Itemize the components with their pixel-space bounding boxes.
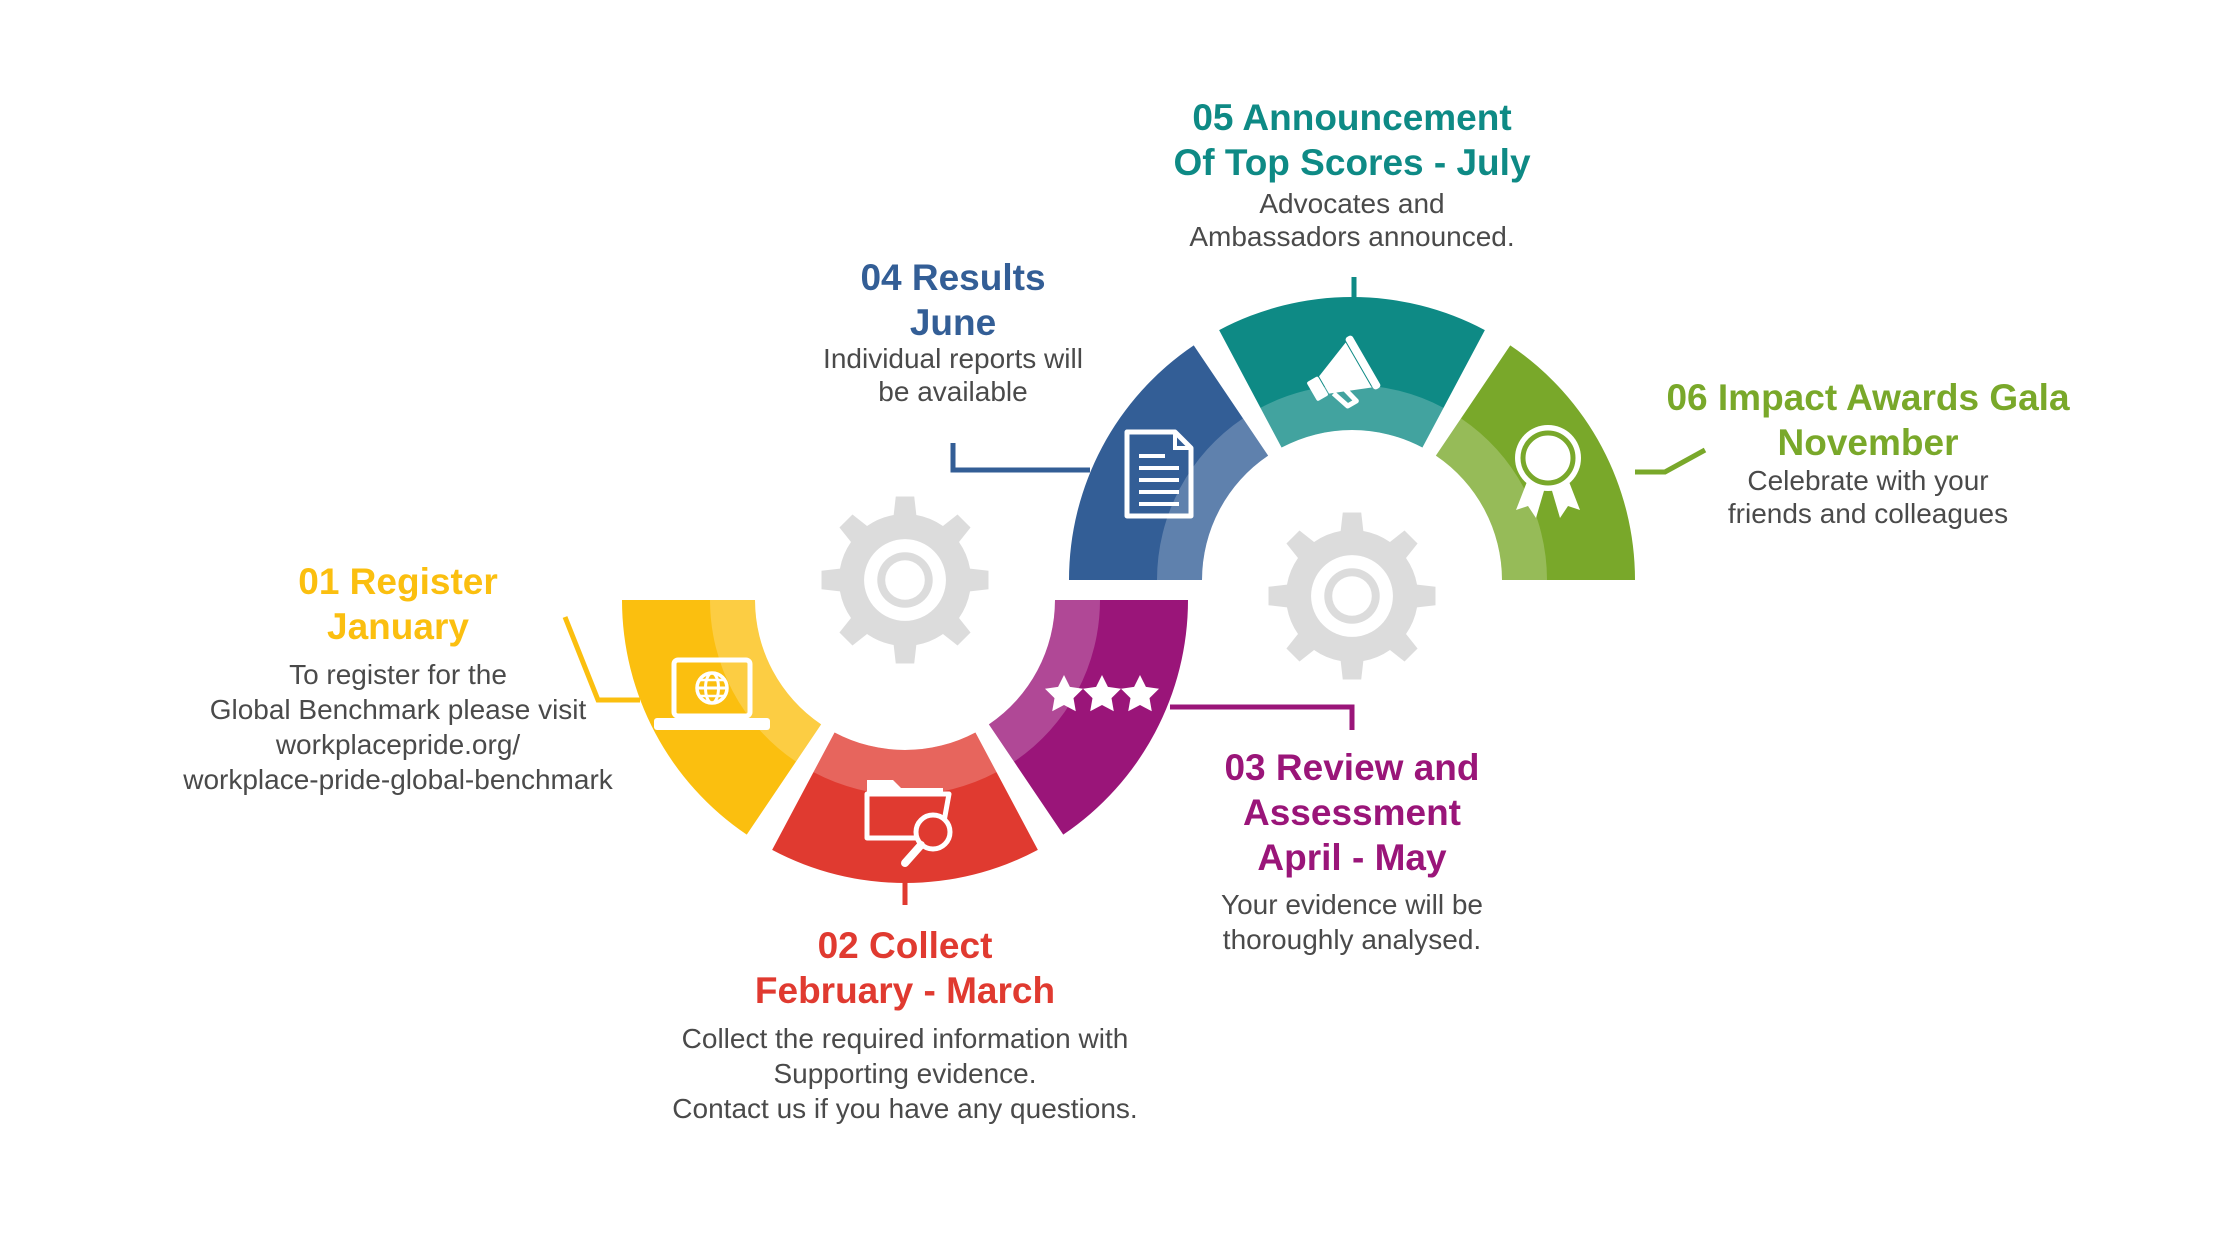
step-description-line: Contact us if you have any questions.	[672, 1093, 1137, 1124]
step-title-line: 02 Collect	[818, 925, 993, 966]
step-description: Your evidence will be thoroughly analysed…	[1221, 889, 1483, 955]
document-icon	[1124, 429, 1194, 519]
step-description-line: Your evidence will be	[1221, 889, 1483, 920]
segment-step4	[1069, 345, 1269, 580]
step-description-line: Advocates and	[1259, 188, 1444, 219]
step-title-line: January	[327, 606, 469, 647]
step-description-line: workplace-pride-global-benchmark	[182, 764, 614, 795]
step-title-line: April - May	[1257, 837, 1447, 878]
step-description-line: Global Benchmark please visit	[210, 694, 587, 725]
connector-step3	[1170, 704, 1355, 730]
gear-left-icon	[821, 496, 989, 664]
step-description-line: workplacepride.org/	[275, 729, 521, 760]
segment-step3	[988, 600, 1188, 835]
folder-search-icon	[864, 780, 953, 867]
step-title-line: 04 Results	[860, 257, 1045, 298]
step-title-line: 06 Impact Awards Gala	[1666, 377, 2070, 418]
megaphone-icon	[1307, 335, 1381, 409]
step-title-line: November	[1778, 422, 1959, 463]
step-description-line: be available	[878, 376, 1027, 407]
connector-step6	[1635, 447, 1707, 475]
award-ribbon-icon	[1515, 425, 1581, 518]
step-description-line: Celebrate with your	[1747, 465, 1988, 496]
connector-step1	[562, 616, 640, 703]
step-title-line: February - March	[755, 970, 1055, 1011]
connector-step4	[950, 443, 1090, 473]
laptop-globe-icon	[654, 657, 770, 730]
segment-step2	[772, 732, 1038, 883]
step-title-line: 01 Register	[298, 561, 498, 602]
gear-right-icon	[1268, 512, 1436, 680]
step-title-line: Assessment	[1243, 792, 1461, 833]
step-description-line: friends and colleagues	[1728, 498, 2008, 529]
step-description-line: Ambassadors announced.	[1189, 221, 1514, 252]
step-description-line: Supporting evidence.	[773, 1058, 1036, 1089]
step-description-line: Individual reports will	[823, 343, 1083, 374]
step-title-line: Of Top Scores - July	[1173, 142, 1530, 183]
step-title-line: 03 Review and	[1224, 747, 1479, 788]
three-stars-icon	[1045, 675, 1159, 712]
step-title-line: June	[910, 302, 996, 343]
step-description-line: To register for the	[289, 659, 507, 690]
step-title-line: 05 Announcement	[1192, 97, 1511, 138]
step-description-line: thoroughly analysed.	[1223, 924, 1481, 955]
step-description-line: Collect the required information with	[682, 1023, 1129, 1054]
